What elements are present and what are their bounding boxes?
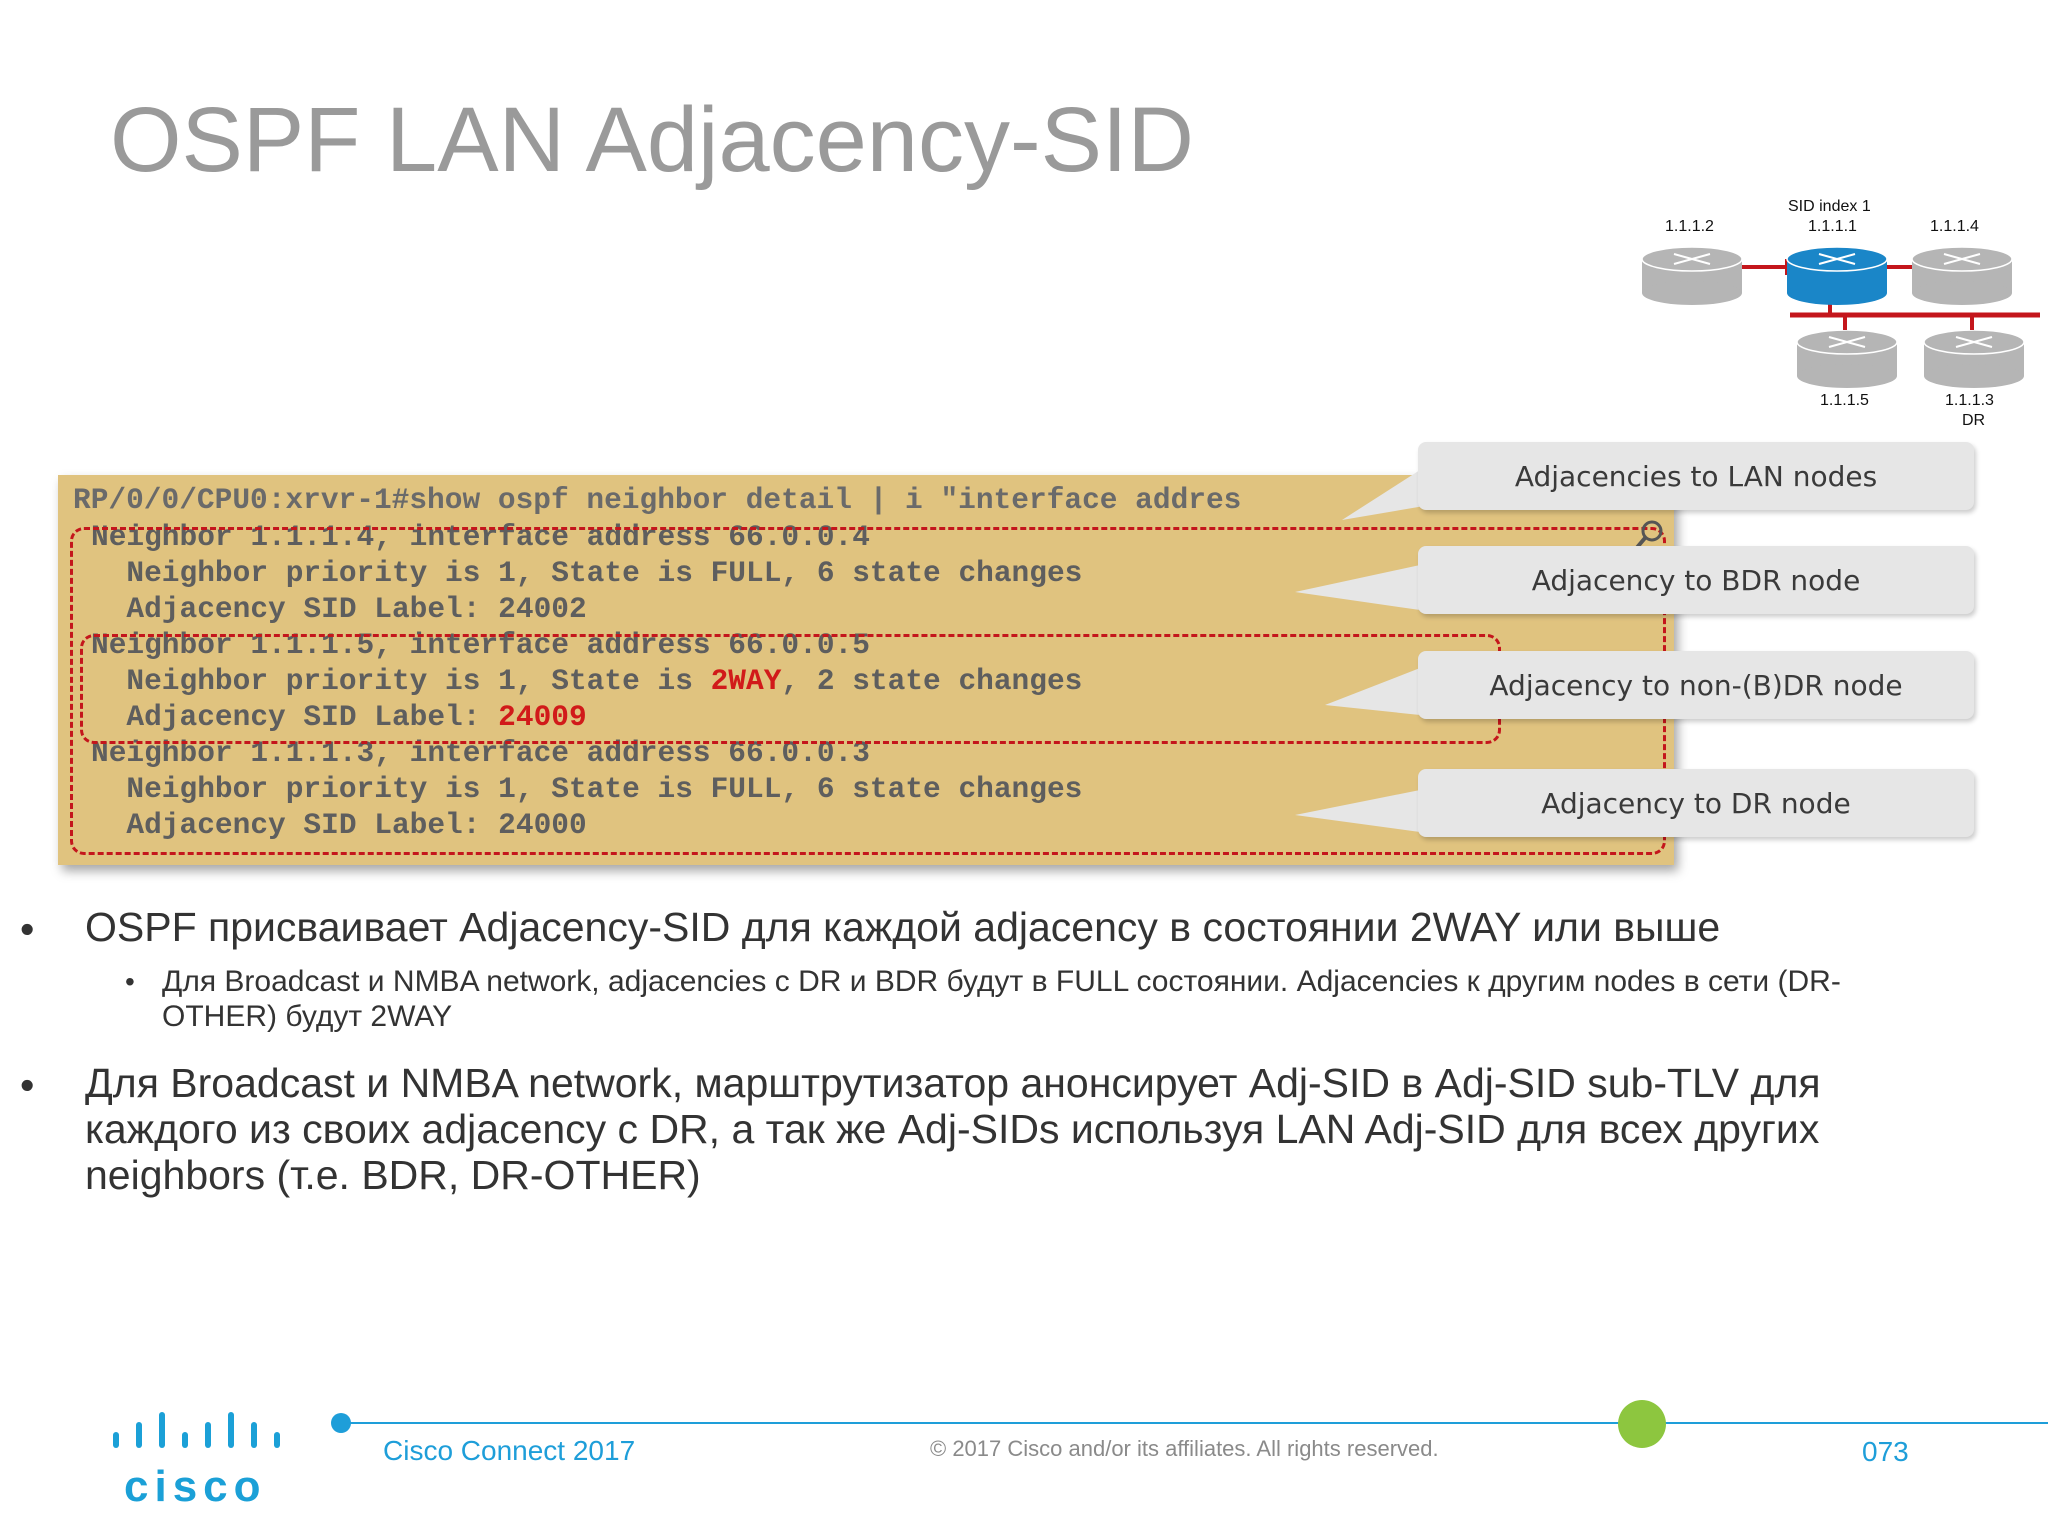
- bullet-marker: •: [20, 1062, 35, 1108]
- footer-line-start-dot: [331, 1413, 351, 1433]
- callout-bdr-node: Adjacency to BDR node: [1418, 546, 1974, 614]
- pointer-dr: [1295, 790, 1420, 832]
- router-icon: [1911, 247, 2013, 305]
- neighbor-header: Neighbor 1.1.1.5, interface address 66.0…: [91, 628, 870, 662]
- neighbor-state-highlight: 2WAY: [710, 664, 782, 698]
- router-icon: [1923, 330, 2025, 388]
- sid-value: 24000: [498, 808, 587, 842]
- router-icon: [1641, 247, 1743, 305]
- slide-title: OSPF LAN Adjacency-SID: [110, 89, 1194, 191]
- footer-line: [340, 1422, 2048, 1424]
- cisco-wordmark: cisco: [124, 1462, 267, 1511]
- dr-label: DR: [1962, 412, 1986, 429]
- neighbor-header: Neighbor 1.1.1.4, interface address 66.0…: [91, 520, 870, 554]
- pointer-non-bdr: [1325, 668, 1420, 715]
- sid-index-label: SID index 1: [1788, 198, 1871, 215]
- adjacency-sid-label: Adjacency SID Label: 24002: [91, 592, 587, 626]
- router-icon: [1796, 330, 1898, 388]
- router-label: 1.1.1.2: [1665, 218, 1714, 235]
- pointer-lan-nodes: [1342, 470, 1430, 520]
- cli-command: RP/0/0/CPU0:xrvr-1#show ospf neighbor de…: [73, 483, 1242, 517]
- adjacency-sid-label: Adjacency SID Label: 24000: [91, 808, 587, 842]
- callout-dr-node: Adjacency to DR node: [1418, 769, 1974, 837]
- adjacency-sid-label: Adjacency SID Label: 24009: [91, 700, 587, 734]
- sid-value: 24002: [498, 592, 587, 626]
- neighbor-state: FULL: [710, 556, 782, 590]
- neighbor-priority: Neighbor priority is 1, State is FULL, 6…: [91, 556, 1083, 590]
- bullet-marker: •: [20, 906, 35, 952]
- neighbor-state: FULL: [710, 772, 782, 806]
- page-number: 073: [1862, 1436, 1909, 1467]
- router-label: 1.1.1.1: [1808, 218, 1857, 235]
- bullet-text: OSPF присваивает Adjacency-SID для каждо…: [85, 904, 1721, 950]
- cli-output-panel: RP/0/0/CPU0:xrvr-1#show ospf neighbor de…: [58, 475, 1674, 865]
- pointer-bdr: [1295, 565, 1420, 610]
- neighbor-priority: Neighbor priority is 1, State is 2WAY, 2…: [91, 664, 1083, 698]
- footer-copyright: © 2017 Cisco and/or its affiliates. All …: [930, 1436, 1439, 1461]
- sub-bullet-text: Для Broadcast и NMBA network, adjacencie…: [162, 965, 1841, 1033]
- router-label: 1.1.1.5: [1820, 392, 1869, 409]
- router-icon: [1786, 247, 1888, 305]
- neighbor-priority: Neighbor priority is 1, State is FULL, 6…: [91, 772, 1083, 806]
- sub-bullet-marker: •: [125, 966, 135, 997]
- callout-non-bdr-node: Adjacency to non-(B)DR node: [1418, 651, 1974, 719]
- sid-value-highlight: 24009: [498, 700, 587, 734]
- cisco-logo-icon: [113, 1412, 280, 1448]
- footer-progress-marker: [1618, 1400, 1666, 1448]
- footer-event: Cisco Connect 2017: [383, 1435, 636, 1466]
- callout-lan-nodes: Adjacencies to LAN nodes: [1418, 442, 1974, 510]
- router-label: 1.1.1.4: [1930, 218, 1979, 235]
- router-label: 1.1.1.3: [1945, 392, 1994, 409]
- bullet-text: Для Broadcast и NMBA network, марштрутиз…: [85, 1060, 1821, 1198]
